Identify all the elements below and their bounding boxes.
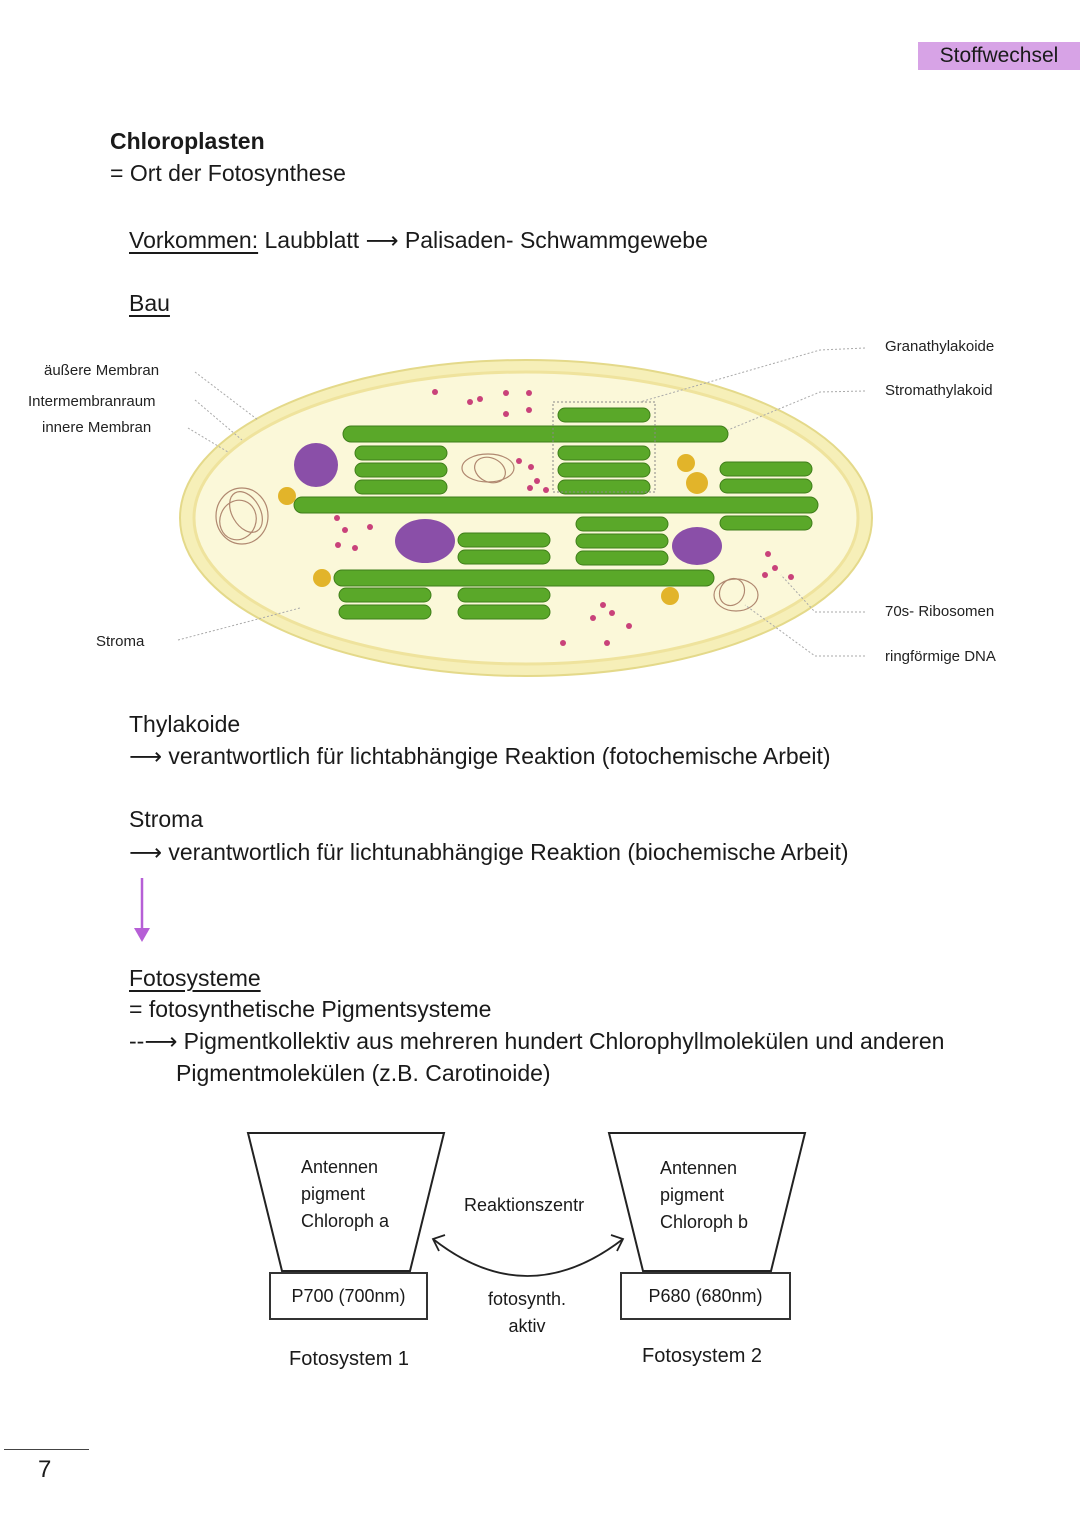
- lipid-3: [677, 454, 695, 472]
- starch-grain-3: [672, 527, 722, 565]
- stroma-lamella-3: [333, 569, 715, 587]
- label-intermembrane: Intermembranraum: [28, 393, 156, 410]
- label-stroma-thylakoid: Stromathylakoid: [885, 382, 993, 399]
- chloroplast-diagram: [0, 320, 1080, 700]
- label-inner-membrane: innere Membran: [42, 419, 152, 436]
- bau-label: Bau: [129, 290, 170, 316]
- ps1-antenna-line1: Antennen: [301, 1157, 379, 1177]
- label-outer-membrane: äußere Membran: [44, 362, 160, 379]
- fotosysteme-definition: = fotosynthetische Pigmentsysteme: [129, 996, 492, 1022]
- lipid-2: [313, 569, 331, 587]
- arrow-head-left-icon: [431, 1234, 446, 1252]
- grana-stack-1: [354, 445, 448, 495]
- fotosysteme-detail-2: Pigmentmolekülen (z.B. Carotinoide): [176, 1060, 551, 1086]
- fotosysteme-detail-1: --⟶ Pigmentkollektiv aus mehreren hunder…: [129, 1028, 945, 1054]
- page-title: Chloroplasten: [110, 128, 265, 154]
- page-rule: [4, 1449, 89, 1450]
- leader-lines-left: [177, 371, 301, 641]
- grana-stack-2: [557, 407, 651, 495]
- ps2-antenna-line1: Antennen: [660, 1158, 738, 1178]
- label-ribosomes: 70s- Ribosomen: [885, 603, 995, 620]
- starch-grain-1: [294, 443, 338, 487]
- lipid-5: [661, 587, 679, 605]
- arrow-head-right-icon: [610, 1234, 625, 1252]
- vorkommen-text: Laubblatt ⟶ Palisaden- Schwammgewebe: [264, 227, 708, 253]
- lipid-4: [686, 472, 708, 494]
- ps2-antenna: Antennen pigment Chloroph b: [660, 1155, 748, 1236]
- grana-stack-3: [719, 461, 813, 531]
- starch-grain-2: [395, 519, 455, 563]
- transfer-arc: [432, 1238, 624, 1277]
- ps1-name: Fotosystem 1: [289, 1348, 410, 1370]
- stroma-lamella-1: [342, 425, 729, 443]
- stroma-lamella-2: [293, 496, 819, 514]
- photosystem-diagram: [246, 1132, 807, 1277]
- chloroplast-illustration: [177, 347, 873, 677]
- active-label: fotosynth. aktiv: [474, 1286, 580, 1340]
- label-stroma: Stroma: [96, 633, 145, 650]
- label-dna: ringförmige DNA: [885, 648, 996, 665]
- ps2-funnel: [607, 1132, 807, 1272]
- ps2-reaction-center: P680 (680nm): [620, 1272, 791, 1320]
- ps2-antenna-line3: Chloroph b: [660, 1212, 749, 1232]
- thylakoide-title: Thylakoide: [129, 711, 241, 737]
- grana-stack-4: [457, 516, 669, 566]
- ps1-antenna-line3: Chloroph a: [301, 1211, 390, 1231]
- lipid-1: [278, 487, 296, 505]
- page-subtitle: = Ort der Fotosynthese: [110, 160, 346, 186]
- vorkommen-label: Vorkommen:: [129, 227, 259, 253]
- active-label-line2: aktiv: [508, 1316, 546, 1336]
- label-grana: Granathylakoide: [885, 338, 995, 355]
- ps1-antenna-line2: pigment: [301, 1184, 366, 1204]
- ps1-funnel: [246, 1132, 446, 1272]
- fotosysteme-title: Fotosysteme: [129, 965, 261, 991]
- ps1-antenna: Antennen pigment Chloroph a: [301, 1154, 389, 1235]
- thylakoide-text: ⟶ verantwortlich für lichtabhängige Reak…: [129, 743, 831, 769]
- active-label-line1: fotosynth.: [487, 1289, 567, 1309]
- ps2-antenna-line2: pigment: [660, 1185, 725, 1205]
- reaction-center-label: Reaktionszentr: [464, 1195, 585, 1215]
- grana-stack-5: [338, 587, 551, 620]
- stroma-text: ⟶ verantwortlich für lichtunabhängige Re…: [129, 839, 849, 865]
- vorkommen-row: Vorkommen: Laubblatt ⟶ Palisaden- Schwam…: [129, 227, 708, 254]
- leader-lines-right: [639, 347, 866, 657]
- page-number: 7: [38, 1456, 52, 1483]
- stroma-title: Stroma: [129, 806, 204, 832]
- ps1-reaction-center: P700 (700nm): [269, 1272, 428, 1320]
- down-arrow-icon: [134, 878, 150, 942]
- section-tag: Stoffwechsel: [918, 42, 1080, 70]
- dna-loops: [215, 453, 759, 612]
- ps2-name: Fotosystem 2: [642, 1345, 763, 1367]
- ribosomes: [334, 389, 794, 646]
